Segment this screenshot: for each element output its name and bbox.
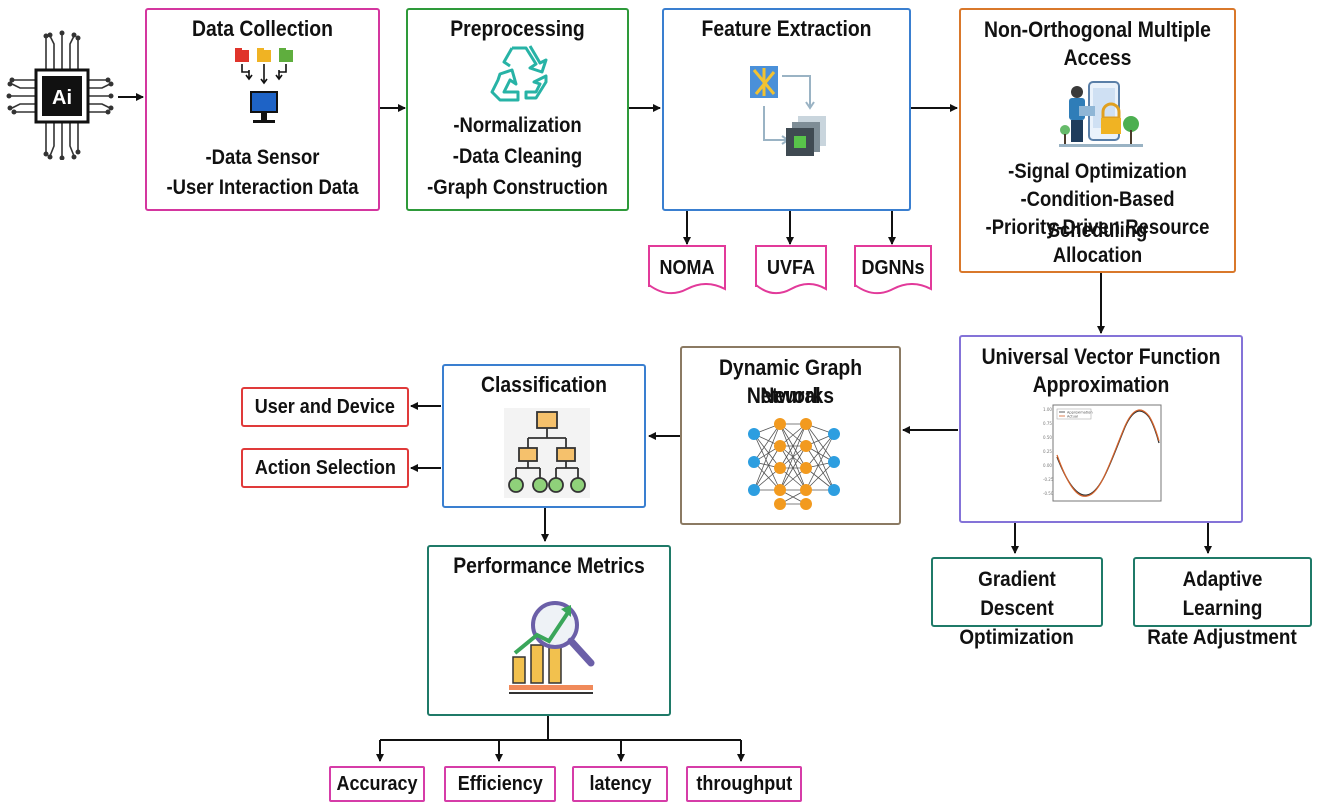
svg-text:0.50: 0.50 xyxy=(1043,435,1052,440)
metric-latency: latency xyxy=(572,766,668,802)
noma-item: -Priority-Driven Resource xyxy=(985,216,1210,239)
user-and-device-output: User and Device xyxy=(241,387,409,427)
metric-throughput: throughput xyxy=(686,766,802,802)
performance-metrics-box: Performance Metrics xyxy=(427,545,671,716)
classification-title: Classification xyxy=(481,372,607,397)
adaptive-learning-line: Rate Adjustment xyxy=(1147,626,1298,649)
neural-network-icon xyxy=(748,418,840,510)
adaptive-learning-line: Adaptive Learning xyxy=(1182,568,1263,620)
performance-metrics-title: Performance Metrics xyxy=(453,553,645,578)
gradient-descent-box: Gradient Descent Optimization xyxy=(931,557,1103,649)
function-approximation-plot-icon: 1.00 0.75 0.50 0.25 0.00 -0.25 -0.50 Approxim… xyxy=(1043,404,1162,502)
noma-title-line: Non-Orthogonal Multiple xyxy=(984,17,1211,42)
gradient-descent-line: Optimization xyxy=(959,626,1075,649)
preprocessing-item: -Data Cleaning xyxy=(452,145,583,168)
dgnn-box: Dynamic Graph Neural Networks xyxy=(680,346,901,525)
noma-tag: NOMA xyxy=(648,245,726,295)
data-collection-title: Data Collection xyxy=(192,16,333,41)
ai-chip-icon: Ai xyxy=(6,30,114,160)
feature-extraction-icon xyxy=(750,66,826,156)
data-collection-item: -User Interaction Data xyxy=(166,176,359,199)
svg-text:-0.25: -0.25 xyxy=(1043,477,1054,482)
classification-box: Classification xyxy=(442,364,646,508)
svg-text:-0.50: -0.50 xyxy=(1043,491,1054,496)
plot-legend-entry: Approximation xyxy=(1067,411,1093,415)
dgnn-title-line: Networks xyxy=(746,383,835,408)
dgnn-title-line: Dynamic Graph Neural xyxy=(718,355,863,408)
noma-title-line: Access xyxy=(1063,45,1132,70)
recycle-icon xyxy=(490,45,548,102)
noma-item: -Condition-Based Scheduling xyxy=(1020,188,1175,242)
svg-text:0.00: 0.00 xyxy=(1043,463,1052,468)
preprocessing-box: Preprocessing -Normalization -Data Clean… xyxy=(406,8,629,211)
noma-box: Non-Orthogonal Multiple Access -Signal O… xyxy=(959,8,1236,273)
data-collection-box: Data Collection -Data Sensor -User Inter… xyxy=(145,8,380,211)
metrics-bus xyxy=(380,716,741,741)
preprocessing-title: Preprocessing xyxy=(450,16,585,41)
noma-item: Allocation xyxy=(1052,244,1143,267)
growth-analytics-icon xyxy=(509,601,595,694)
noma-item: -Signal Optimization xyxy=(1008,160,1187,183)
uvfa-title-line: Approximation xyxy=(1032,372,1170,397)
preprocessing-item: -Normalization xyxy=(453,114,582,137)
metric-accuracy: Accuracy xyxy=(329,766,425,802)
feature-extraction-title: Feature Extraction xyxy=(701,16,872,41)
uvfa-title-line: Universal Vector Function xyxy=(981,344,1221,369)
uvfa-tag: UVFA xyxy=(755,245,827,295)
action-selection-output: Action Selection xyxy=(241,448,409,488)
svg-text:0.75: 0.75 xyxy=(1043,421,1052,426)
hierarchy-tree-icon xyxy=(504,408,590,498)
svg-text:1.00: 1.00 xyxy=(1043,407,1052,412)
network-access-icon xyxy=(1059,81,1143,147)
preprocessing-item: -Graph Construction xyxy=(427,176,608,199)
plot-legend-entry: Actual xyxy=(1067,415,1078,419)
folders-to-computer-icon xyxy=(235,48,293,123)
dgnns-tag: DGNNs xyxy=(854,245,932,295)
uvfa-box: Universal Vector Function Approximation … xyxy=(959,335,1243,523)
svg-text:0.25: 0.25 xyxy=(1043,449,1052,454)
adaptive-learning-box: Adaptive Learning Rate Adjustment xyxy=(1133,557,1312,649)
metric-efficiency: Efficiency xyxy=(444,766,556,802)
gradient-descent-line: Gradient Descent xyxy=(978,568,1056,620)
feature-extraction-box: Feature Extraction xyxy=(662,8,911,211)
data-collection-item: -Data Sensor xyxy=(205,146,320,169)
chip-label: Ai xyxy=(52,87,72,109)
